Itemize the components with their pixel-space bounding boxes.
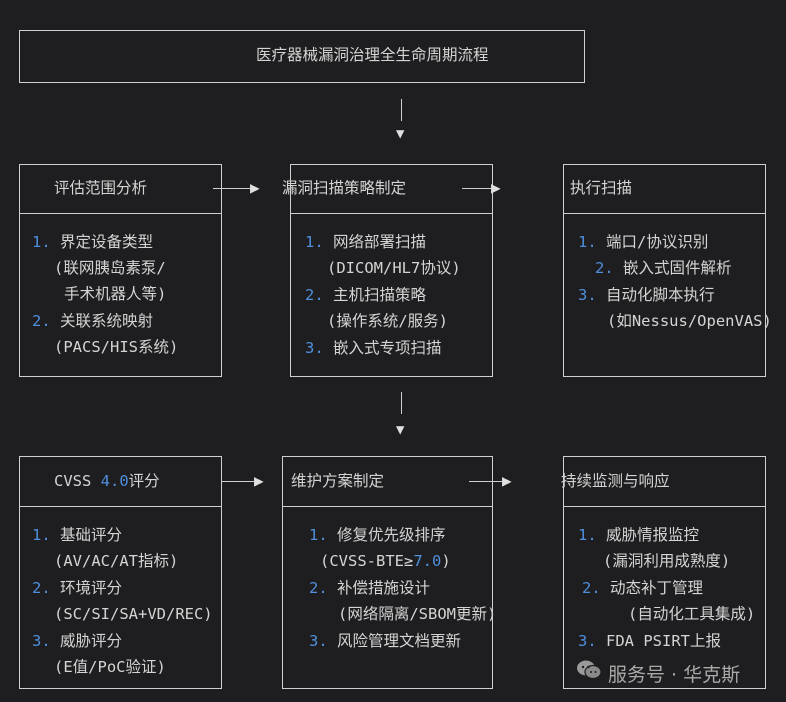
list-item: (E值/PoC验证): [54, 658, 166, 676]
box-divider: [282, 506, 493, 507]
list-item: (如Nessus/OpenVAS): [607, 312, 772, 330]
list-item: 2. 补偿措施设计: [309, 579, 431, 597]
flow-connector: [462, 188, 492, 189]
box-header: 维护方案制定: [291, 472, 385, 490]
list-item: 1. 端口/协议识别: [578, 233, 709, 251]
list-item: 3. 嵌入式专项扫描: [305, 339, 442, 357]
box-header: 漏洞扫描策略制定: [282, 179, 407, 197]
box-header: 持续监测与响应: [561, 472, 670, 490]
list-item: 1. 威胁情报监控: [578, 526, 700, 544]
box-divider: [290, 213, 493, 214]
list-item: (SC/SI/SA+VD/REC): [54, 605, 213, 623]
box-divider: [19, 506, 222, 507]
list-item: (操作系统/服务): [327, 312, 448, 330]
list-item: 3. 自动化脚本执行: [578, 286, 715, 304]
list-item: (联网胰岛素泵/: [54, 259, 166, 277]
list-item: 1. 基础评分: [32, 526, 123, 544]
list-item: (自动化工具集成): [628, 605, 756, 623]
flow-connector: [401, 392, 402, 414]
box-scan-strategy: [290, 164, 493, 377]
box-execute-scan: [563, 164, 766, 377]
box-cvss-scoring: [19, 456, 222, 689]
wechat-icon: [576, 659, 602, 681]
down-arrow-icon: ▼: [396, 422, 405, 438]
list-item: 3. 风险管理文档更新: [309, 632, 462, 650]
flow-connector: [222, 481, 255, 482]
box-divider: [563, 213, 766, 214]
title-box: [19, 30, 585, 83]
list-item: 1. 界定设备类型: [32, 233, 154, 251]
right-arrow-icon: ▶: [250, 178, 260, 197]
watermark-text: 服务号 · 华克斯: [608, 664, 741, 686]
list-item: (网络隔离/SBOM更新): [338, 605, 497, 623]
box-header: CVSS 4.0评分: [54, 472, 160, 490]
list-item: 2. 环境评分: [32, 579, 123, 597]
list-item: (漏洞利用成熟度): [603, 552, 731, 570]
list-item: 2. 主机扫描策略: [305, 286, 427, 304]
list-item: 3. FDA PSIRT上报: [578, 632, 722, 650]
box-divider: [19, 213, 222, 214]
box-divider: [563, 506, 766, 507]
list-item: 手术机器人等): [64, 285, 167, 303]
box-scope-analysis: [19, 164, 222, 377]
box-monitoring-response: [563, 456, 766, 689]
box-maintenance-plan: [282, 456, 493, 689]
flow-connector: [213, 188, 251, 189]
down-arrow-icon: ▼: [396, 126, 405, 142]
right-arrow-icon: ▶: [502, 471, 512, 490]
list-item: 2. 关联系统映射: [32, 312, 154, 330]
list-item: (CVSS-BTE≥7.0): [320, 552, 451, 570]
right-arrow-icon: ▶: [254, 471, 264, 490]
list-item: 2. 动态补丁管理: [582, 579, 704, 597]
list-item: (DICOM/HL7协议): [327, 259, 461, 277]
list-item: (PACS/HIS系统): [54, 338, 179, 356]
page-title: 医疗器械漏洞治理全生命周期流程: [256, 46, 489, 64]
box-header: 评估范围分析: [54, 179, 148, 197]
flow-connector: [469, 481, 503, 482]
list-item: 1. 网络部署扫描: [305, 233, 427, 251]
list-item: 1. 修复优先级排序: [309, 526, 446, 544]
list-item: 3. 威胁评分: [32, 632, 123, 650]
list-item: (AV/AC/AT指标): [54, 552, 179, 570]
list-item: 2. 嵌入式固件解析: [595, 259, 732, 277]
right-arrow-icon: ▶: [491, 178, 501, 197]
box-header: 执行扫描: [570, 179, 633, 197]
flow-connector: [401, 99, 402, 121]
